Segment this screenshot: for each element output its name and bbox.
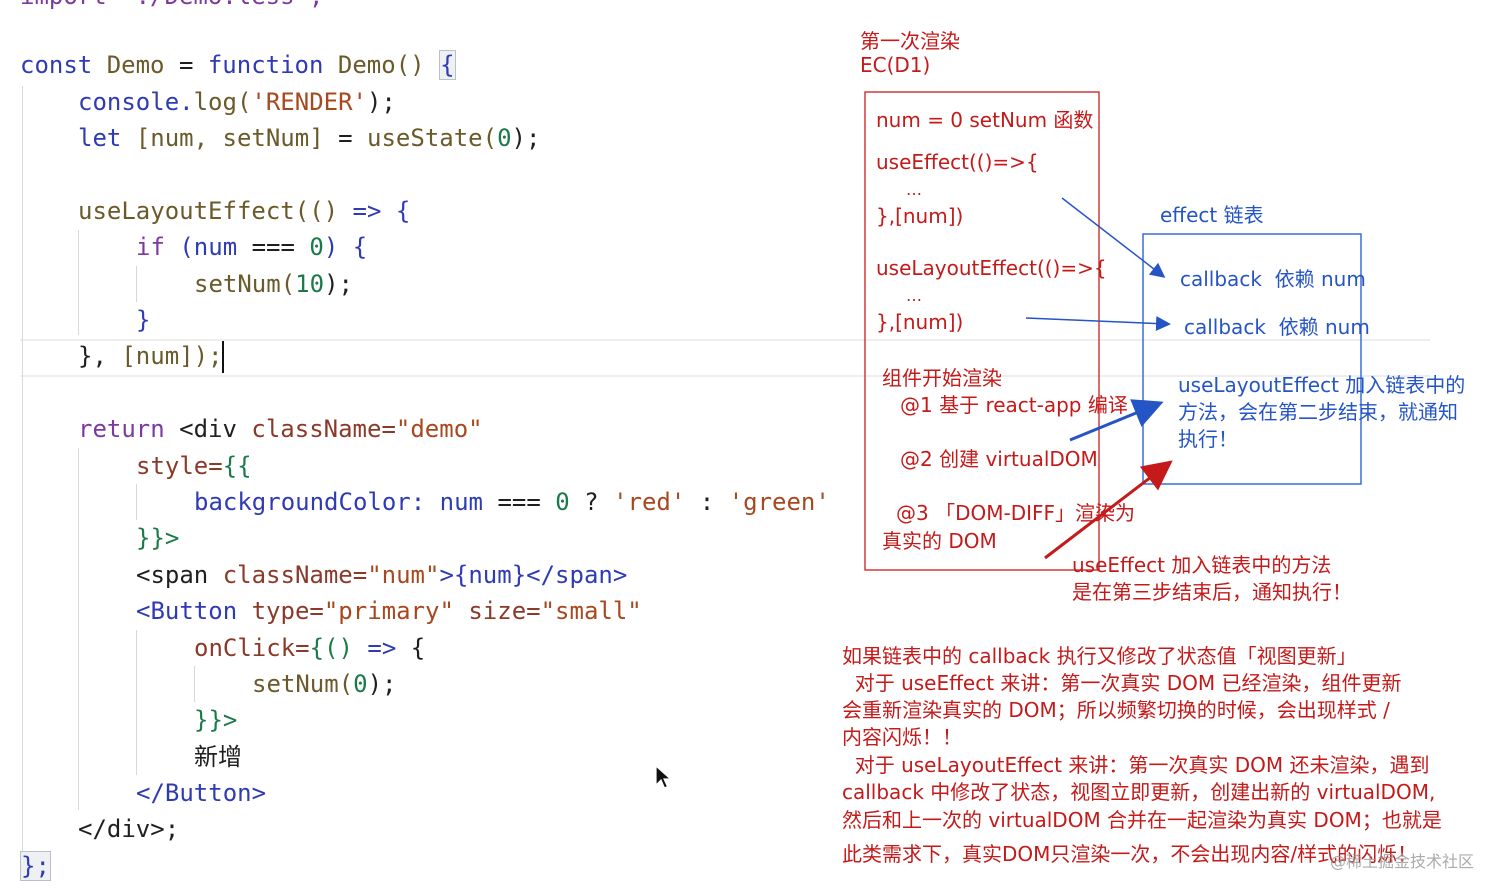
explanation-line-2: 对于 useEffect 来讲：第一次真实 DOM 已经渲染，组件更新 xyxy=(842,671,1402,695)
indent-guide xyxy=(78,448,79,810)
watermark: @稀土掘金技术社区 xyxy=(1330,852,1475,871)
layout-effect-note-2: 方法，会在第二步结束，就通知 xyxy=(1178,400,1458,424)
box-text-num: num = 0 setNum 函数 xyxy=(876,108,1094,132)
code-line-11: backgroundColor: num === 0 ? 'red' : 'gr… xyxy=(194,488,830,516)
brace-highlight: { xyxy=(439,50,456,80)
indent-guide xyxy=(136,630,137,775)
box-text-ellipsis-2: … xyxy=(906,286,922,305)
box-text-uselayouteffect: useLayoutEffect(()=>{ xyxy=(876,256,1107,280)
explanation-line-4: 内容闪烁！！ xyxy=(842,725,962,749)
indent-guide xyxy=(22,86,23,851)
code-line-19: </Button> xyxy=(136,779,267,807)
box-text-deps: },[num]) xyxy=(876,204,964,228)
effect-callback-2: callback 依赖 num xyxy=(1184,315,1370,339)
brace-highlight-close: }; xyxy=(20,851,51,881)
annotation-title: 第一次渲染 xyxy=(860,29,960,53)
explanation-line-7: 然后和上一次的 virtualDOM 合并在一起渲染为真实 DOM；也就是 xyxy=(842,808,1442,832)
indent-guide xyxy=(194,666,195,702)
effect-callback-1: callback 依赖 num xyxy=(1180,267,1366,291)
explanation-line-3: 会重新渲染真实的 DOM；所以频繁切换的时候，会出现样式 / xyxy=(842,698,1390,722)
code-line-3: let [num, setNum] = useState(0); xyxy=(78,124,541,152)
use-effect-note-1: useEffect 加入链表中的方法 xyxy=(1072,553,1332,577)
code-line-5: if (num === 0) { xyxy=(136,233,368,261)
code-line-21: }; xyxy=(20,848,51,884)
box-text-useeffect: useEffect(()=>{ xyxy=(876,150,1039,174)
indent-guide xyxy=(78,230,79,335)
use-effect-note-2: 是在第三步结束后，通知执行！ xyxy=(1072,580,1352,604)
current-line-highlight xyxy=(20,339,1430,377)
code-line-15: onClick={() => { xyxy=(194,634,426,662)
code-line-7: } xyxy=(136,306,151,334)
code-line-4: useLayoutEffect(() => { xyxy=(78,197,411,225)
code-line-8: }, [num]); xyxy=(78,342,223,370)
code-line-partial: import './Demo.less'; xyxy=(20,0,323,14)
annotation-subtitle: EC(D1) xyxy=(860,53,931,77)
code-line-18: 新增 xyxy=(194,743,242,771)
code-line-13: <span className="num">{num}</span> xyxy=(136,561,628,589)
layout-effect-note-3: 执行！ xyxy=(1178,427,1238,451)
mouse-pointer-icon xyxy=(655,765,673,789)
box-text-deps-2: },[num]) xyxy=(876,310,964,334)
code-editor[interactable]: import './Demo.less'; const Demo = funct… xyxy=(0,0,1430,891)
explanation-line-5: 对于 useLayoutEffect 来讲：第一次真实 DOM 还未渲染，遇到 xyxy=(842,753,1430,777)
code-line-20: </div>; xyxy=(78,815,180,843)
indent-guide xyxy=(136,266,137,302)
render-step-title: 组件开始渲染 xyxy=(882,366,1002,390)
code-line-17: }}> xyxy=(194,706,238,734)
code-line-6: setNum(10); xyxy=(194,270,353,298)
code-line-10: style={{ xyxy=(136,452,252,480)
explanation-line-6: callback 中修改了状态，视图立即更新，创建出新的 virtualDOM, xyxy=(842,780,1436,804)
layout-effect-note-1: useLayoutEffect 加入链表中的 xyxy=(1178,373,1466,397)
render-step-1: @1 基于 react-app 编译 xyxy=(900,393,1128,417)
effect-list-title: effect 链表 xyxy=(1160,203,1264,227)
box-text-ellipsis: … xyxy=(906,180,922,199)
render-step-2: @2 创建 virtualDOM xyxy=(900,447,1098,471)
code-line-12: }}> xyxy=(136,524,180,552)
code-line-9: return <div className="demo" xyxy=(78,415,483,443)
explanation-line-1: 如果链表中的 callback 执行又修改了状态值「视图更新」 xyxy=(842,644,1357,668)
code-line-2: console.log('RENDER'); xyxy=(78,88,396,116)
code-line-1: const Demo = function Demo() { xyxy=(20,50,456,80)
text-cursor xyxy=(222,341,224,373)
code-line-14: <Button type="primary" size="small" xyxy=(136,597,642,625)
render-step-3: @3 「DOM-DIFF」渲染为 xyxy=(896,501,1136,525)
code-line-16: setNum(0); xyxy=(252,670,397,698)
render-step-3b: 真实的 DOM xyxy=(882,529,997,553)
indent-guide xyxy=(136,484,137,520)
explanation-line-8: 此类需求下，真实DOM只渲染一次，不会出现内容/样式的闪烁！ xyxy=(842,842,1418,866)
